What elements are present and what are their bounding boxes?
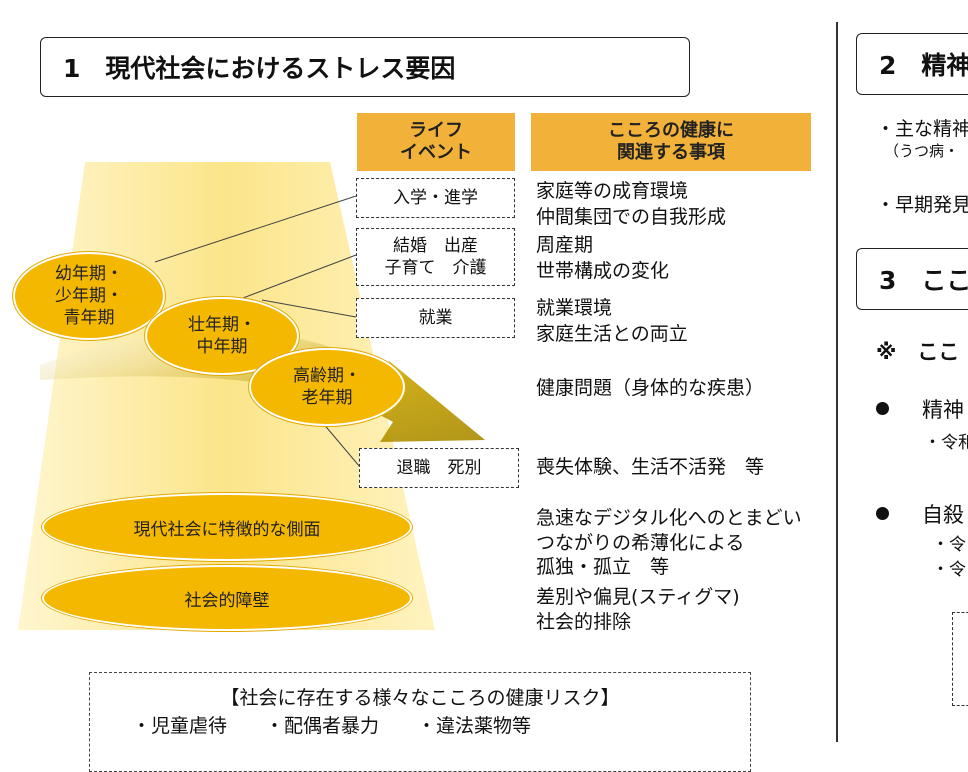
- related-item: 健康問題（身体的な疾患）: [536, 376, 764, 402]
- related-line: 周産期: [536, 234, 594, 256]
- connector-lines: [154, 195, 361, 468]
- event-label: 就業: [418, 307, 453, 328]
- aspect-label: 社会的障壁: [184, 590, 270, 611]
- section3-title: 3 こころ: [856, 248, 968, 310]
- header-line: イベント: [400, 142, 472, 163]
- stage-label: 少年期・: [55, 285, 123, 306]
- related-line: 仲間集団での自我形成: [536, 205, 727, 228]
- stage-label: 老年期: [301, 388, 353, 408]
- related-line: 就業環境: [536, 297, 613, 319]
- related-line: 家庭生活との両立: [536, 322, 688, 345]
- related-line: 孤独・孤立 等: [536, 556, 670, 579]
- section1-title-text: 1 現代社会におけるストレス要因: [63, 54, 456, 83]
- event-label: 結婚 出産: [393, 235, 478, 256]
- aspect-label: 現代社会に特徴的な側面: [133, 519, 321, 540]
- section3-subline: ・令: [932, 535, 966, 555]
- bullet-dot: [876, 507, 889, 520]
- related-line: 健康問題（身体的な疾患）: [536, 377, 765, 399]
- related-item: 急速なデジタル化へのとまどい つながりの希薄化による 孤独・孤立 等: [536, 506, 802, 580]
- event-box-retirement: 退職 死別: [359, 448, 519, 488]
- related-line: 世帯構成の変化: [536, 259, 670, 282]
- stage-label: 幼年期・: [55, 263, 123, 284]
- section3-bullet: 精神: [922, 398, 964, 422]
- event-box-marriage: 結婚 出産 子育て 介護: [356, 228, 515, 286]
- related-line: 急速なデジタル化へのとまどい: [536, 507, 802, 529]
- header-line: こころの健康に: [608, 119, 734, 141]
- section2-subline: （うつ病・: [884, 142, 960, 160]
- flow-arrow: [40, 330, 485, 442]
- event-label: 入学・進学: [393, 187, 478, 208]
- connector-line: [154, 195, 357, 263]
- aspect-social-barrier: 社会的障壁: [42, 565, 412, 631]
- stage-elderly: 高齢期・ 老年期: [249, 348, 405, 426]
- connector-line: [321, 421, 361, 468]
- related-line: つながりの希薄化による: [536, 531, 745, 554]
- connector-line: [242, 254, 357, 299]
- risk-row: ・児童虐待 ・配偶者暴力 ・違法薬物等: [132, 715, 532, 737]
- section3-subline: ・令和: [924, 433, 968, 453]
- stage-label: 高齢期・: [293, 365, 361, 386]
- section1-title: 1 現代社会におけるストレス要因: [40, 37, 690, 97]
- stage-label: 中年期: [196, 337, 248, 357]
- related-item: 差別や偏見(スティグマ) 社会的排除: [536, 585, 740, 634]
- section2-line: ・主な精神: [876, 118, 968, 140]
- related-item: 就業環境 家庭生活との両立: [536, 296, 688, 347]
- dashed-box: [952, 612, 968, 706]
- stage-youth: 幼年期・ 少年期・ 青年期: [13, 252, 165, 340]
- event-box-school: 入学・進学: [356, 178, 515, 218]
- stage-label: 青年期: [63, 308, 115, 329]
- column-header-related: こころの健康に 関連する事項: [531, 113, 811, 171]
- section2-title: 2 精神: [856, 33, 968, 95]
- section3-subline: ・令: [932, 560, 966, 580]
- event-label: 子育て 介護: [384, 258, 487, 278]
- section2-line: ・早期発見: [876, 194, 968, 216]
- section3-bullet: 自殺: [922, 503, 964, 527]
- column-header-life-event: ライフ イベント: [357, 113, 515, 171]
- related-item: 周産期 世帯構成の変化: [536, 233, 669, 284]
- section2-title-text: 2 精神: [879, 51, 968, 80]
- column-divider: [836, 22, 838, 742]
- section3-title-text: 3 こころ: [879, 266, 968, 295]
- related-line: 社会的排除: [536, 610, 632, 633]
- related-line: 喪失体験、生活不活発 等: [536, 456, 765, 478]
- related-line: 家庭等の成育環境: [536, 180, 689, 202]
- header-line: ライフ: [409, 119, 463, 141]
- aspect-modern-society: 現代社会に特徴的な側面: [42, 493, 412, 561]
- related-line: 差別や偏見(スティグマ): [536, 586, 740, 608]
- event-label: 退職 死別: [396, 457, 482, 478]
- stage-label: 壮年期・: [188, 314, 256, 335]
- risk-title: 【社会に存在する様々なこころの健康リスク】: [220, 687, 620, 709]
- bullet-dot: [876, 402, 889, 415]
- event-box-employment: 就業: [356, 298, 515, 338]
- connector-line: [261, 299, 357, 318]
- section3-note: ※ ここ: [876, 340, 960, 364]
- related-item: 家庭等の成育環境 仲間集団での自我形成: [536, 179, 726, 230]
- header-line: 関連する事項: [617, 142, 725, 163]
- related-item: 喪失体験、生活不活発 等: [536, 455, 764, 481]
- health-risk-box: 【社会に存在する様々なこころの健康リスク】 ・児童虐待 ・配偶者暴力 ・違法薬物…: [89, 672, 751, 772]
